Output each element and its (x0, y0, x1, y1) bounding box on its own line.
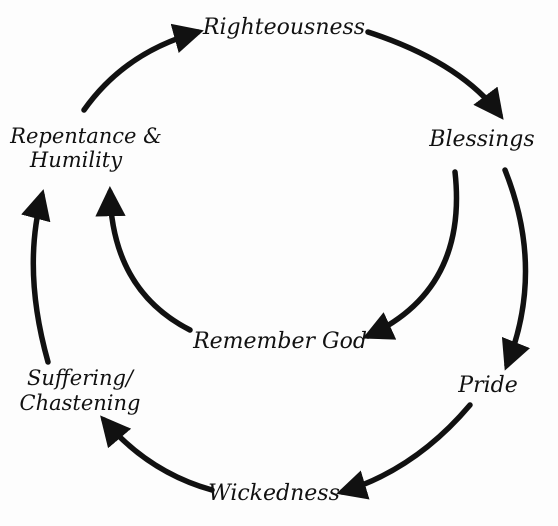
node-righteousness: Righteousness (202, 15, 365, 40)
node-pride: Pride (457, 373, 517, 398)
node-blessings: Blessings (428, 127, 534, 152)
node-suffering-line1: Suffering/ (27, 366, 135, 390)
arrow-blessings-to-pride (501, 167, 531, 371)
arrow-blessings-to-remember-god (362, 169, 460, 340)
arrow-remember-god-to-repentance (95, 185, 193, 333)
arrow-repentance-to-righteousness (81, 23, 204, 113)
arrow-wickedness-to-suffering (100, 415, 215, 493)
node-suffering-line2: Chastening (20, 391, 141, 415)
node-repentance-line2: Humility (29, 148, 123, 172)
arrow-suffering-to-repentance (21, 189, 51, 365)
arrow-pride-to-wickedness (336, 402, 473, 500)
node-repentance-line1: Repentance & (9, 124, 162, 148)
arrow-righteousness-to-blessings (365, 29, 504, 120)
node-remember-god: Remember God (192, 329, 367, 354)
node-wickedness: Wickedness (208, 481, 340, 506)
